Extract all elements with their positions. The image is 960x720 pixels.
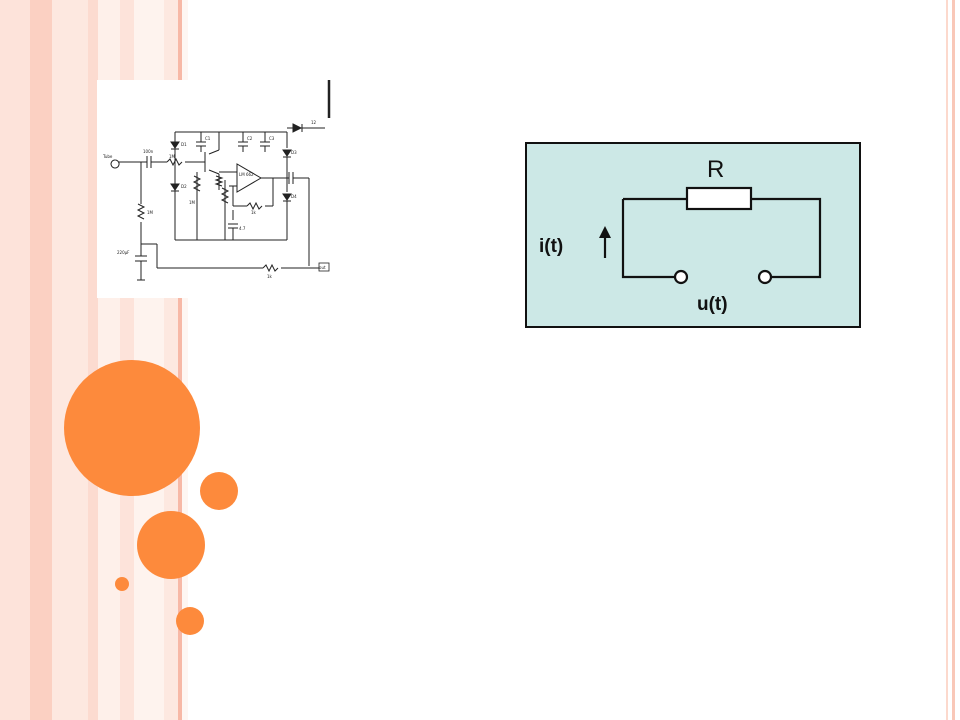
stripe: [52, 0, 88, 720]
handwritten-schematic-image: Tube 100n 1M D1 D2 C1 C2 C3 D3 D4 LM 662…: [97, 80, 333, 298]
schematic-label: 1k: [267, 274, 273, 279]
schematic-label: D1: [181, 142, 187, 147]
right-edge-line: [952, 0, 955, 720]
schematic-label: D3: [291, 150, 297, 155]
schematic-label: Tube: [102, 154, 113, 159]
handwritten-labels: Tube 100n 1M D1 D2 C1 C2 C3 D3 D4 LM 662…: [102, 120, 326, 279]
circuit-wire: [621, 199, 675, 279]
stripe: [30, 0, 52, 720]
stripe: [0, 0, 30, 720]
resistor-label: R: [707, 156, 724, 183]
tiny-orange-circle: [115, 577, 129, 591]
schematic-label: 1M: [189, 200, 196, 205]
voltage-label: u(t): [697, 294, 728, 315]
schematic-label: 220μF: [117, 250, 130, 255]
terminal-left: [673, 269, 689, 285]
schematic-label: 12: [311, 120, 317, 125]
resistor-circuit-drawing: R i(t) u(t): [539, 156, 822, 315]
small-orange-circle: [200, 472, 238, 510]
terminal-right: [757, 269, 773, 285]
schematic-label: C1: [205, 136, 211, 141]
current-arrow-head-icon: [599, 226, 611, 238]
circuit-wire: [751, 197, 822, 279]
handwritten-schematic-drawing: Tube 100n 1M D1 D2 C1 C2 C3 D3 D4 LM 662…: [102, 80, 331, 281]
resistor-symbol: [685, 186, 753, 211]
small-orange-circle: [176, 607, 204, 635]
resistor-circuit-diagram: R i(t) u(t): [525, 142, 861, 328]
right-edge-line: [946, 0, 948, 720]
medium-orange-circle: [137, 511, 205, 579]
schematic-label: C2: [247, 136, 253, 141]
schematic-label: 1M: [147, 210, 154, 215]
schematic-label: C3: [269, 136, 275, 141]
large-orange-circle: [64, 360, 200, 496]
schematic-label: out: [319, 265, 326, 270]
schematic-label: 4.7: [239, 226, 246, 231]
stripe: [182, 0, 188, 720]
schematic-label: 100n: [143, 149, 154, 154]
stripe: [88, 0, 98, 720]
schematic-label: D4: [291, 194, 297, 199]
schematic-label: 1k: [251, 210, 257, 215]
current-label: i(t): [539, 236, 563, 257]
schematic-label: D2: [181, 184, 187, 189]
schematic-label: LM 662: [239, 172, 254, 177]
stripe: [178, 0, 182, 720]
schematic-label: 1M: [169, 154, 176, 159]
